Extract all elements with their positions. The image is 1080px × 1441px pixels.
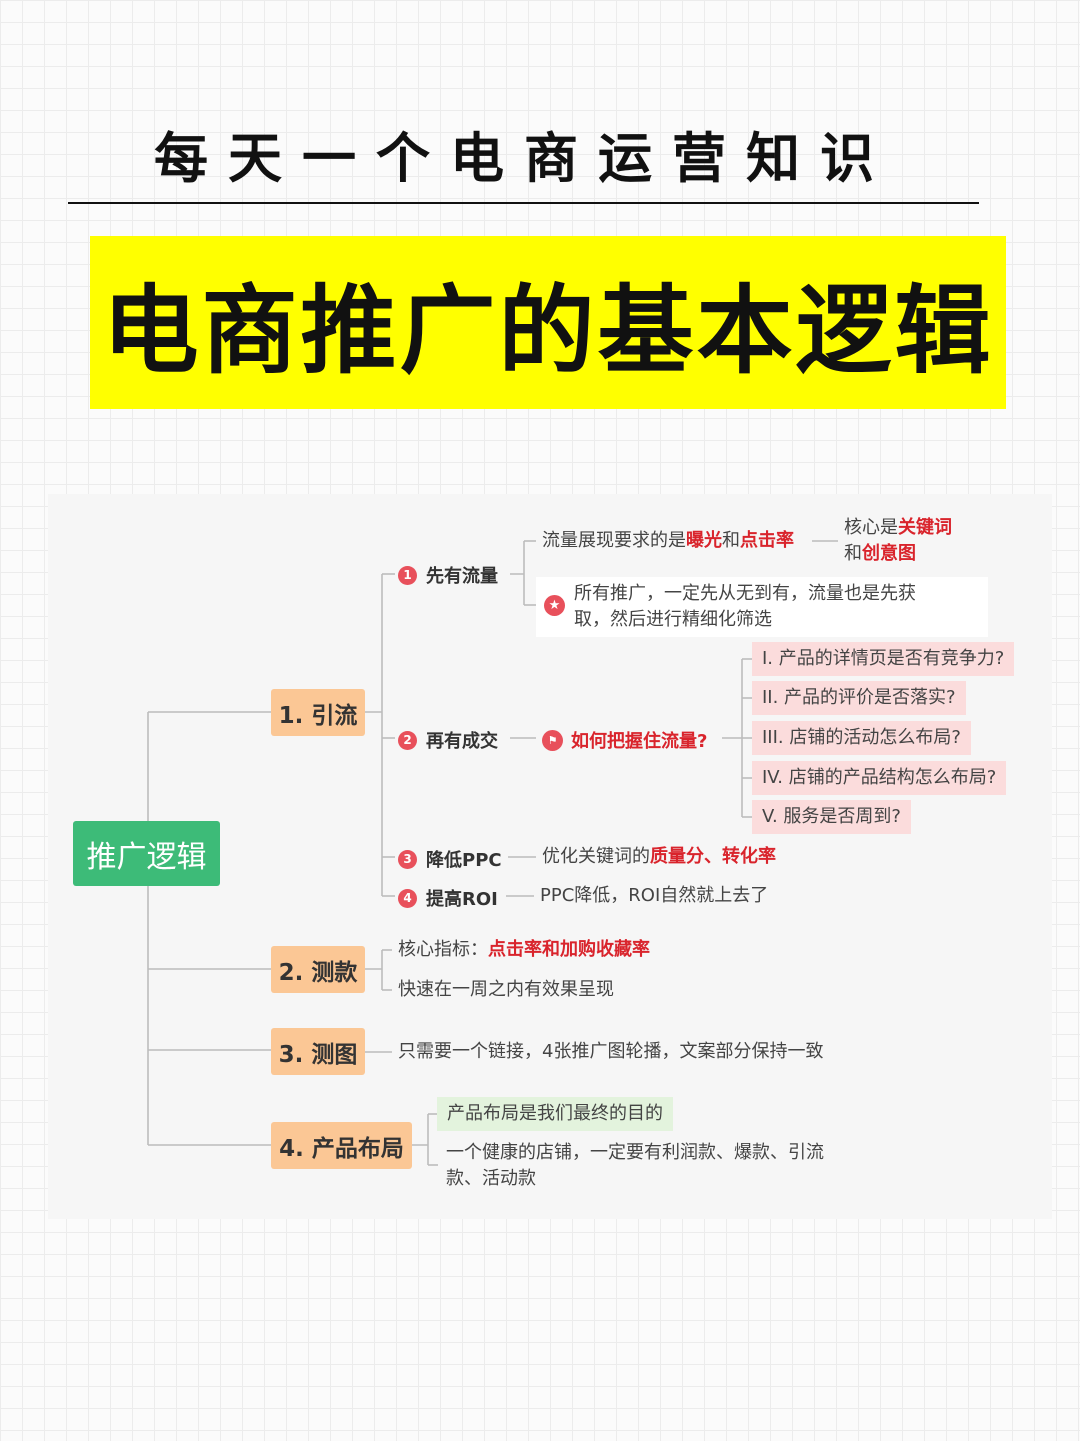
layout-goal: 产品布局是我们最终的目的 xyxy=(437,1097,673,1131)
branch-traffic: 1. 引流 xyxy=(271,689,365,736)
layout-detail: 一个健康的店铺，一定要有利润款、爆款、引流 款、活动款 xyxy=(446,1140,824,1192)
number-badge: 3 xyxy=(398,849,417,869)
number-badge: 2 xyxy=(398,730,417,750)
deal-question: ⚑ 如何把握住流量? xyxy=(542,727,707,753)
sub-lower-ppc: 3 降低PPC xyxy=(398,846,502,872)
branch-test-product: 2. 测款 xyxy=(271,946,365,993)
highlight-text: 点击率 xyxy=(740,530,794,551)
sub-label: 降低PPC xyxy=(426,850,502,871)
detail-line: 一个健康的店铺，一定要有利润款、爆款、引流 xyxy=(446,1142,824,1163)
number-badge: 1 xyxy=(398,565,417,585)
roi-detail: PPC降低，ROI自然就上去了 xyxy=(540,885,769,906)
root-node: 推广逻辑 xyxy=(73,821,220,886)
detail-text: 和 xyxy=(844,543,862,564)
sub-label: 先有流量 xyxy=(426,566,498,587)
note-line: 所有推广，一定先从无到有，流量也是先获 xyxy=(574,583,916,604)
highlight-text: 关键词 xyxy=(898,517,952,538)
title-banner: 电商推广的基本逻辑 xyxy=(90,236,1006,409)
traffic-note: ★ 所有推广，一定先从无到有，流量也是先获 取，然后进行精细化筛选 xyxy=(536,577,988,637)
sub-traffic-deal: 2 再有成交 xyxy=(398,727,498,753)
flag-icon: ⚑ xyxy=(542,729,563,751)
kicker-title: 每天一个电商运营知识 xyxy=(154,127,894,190)
divider xyxy=(68,202,979,204)
note-line: 取，然后进行精细化筛选 xyxy=(574,609,772,630)
test-image-detail: 只需要一个链接，4张推广图轮播，文案部分保持一致 xyxy=(398,1041,824,1062)
highlight-text: 创意图 xyxy=(862,543,916,564)
detail-text: 和 xyxy=(722,530,740,551)
sub-raise-roi: 4 提高ROI xyxy=(398,885,498,911)
question-text: 如何把握住流量? xyxy=(571,731,708,752)
star-icon: ★ xyxy=(544,595,565,616)
question-item: II. 产品的评价是否落实? xyxy=(752,681,966,715)
detail-text: 流量展现要求的是 xyxy=(542,530,686,551)
number-badge: 4 xyxy=(398,888,417,908)
traffic-detail: 流量展现要求的是曝光和点击率 xyxy=(542,528,794,554)
ppc-detail: 优化关键词的质量分、转化率 xyxy=(542,844,776,870)
branch-product-layout: 4. 产品布局 xyxy=(271,1122,412,1169)
test-product-speed: 快速在一周之内有效果呈现 xyxy=(398,979,614,1000)
branch-test-image: 3. 测图 xyxy=(271,1028,365,1075)
sub-label: 再有成交 xyxy=(426,731,498,752)
highlight-text: 质量分、转化率 xyxy=(650,846,776,867)
question-item: III. 店铺的活动怎么布局? xyxy=(752,721,971,755)
sub-label: 提高ROI xyxy=(426,889,498,910)
question-item: V. 服务是否周到? xyxy=(752,800,911,834)
test-product-metric: 核心指标：点击率和加购收藏率 xyxy=(398,937,650,963)
detail-text: 优化关键词的 xyxy=(542,846,650,867)
detail-text: 核心指标： xyxy=(398,939,488,960)
page-title: 电商推广的基本逻辑 xyxy=(102,275,994,387)
sub-traffic-first: 1 先有流量 xyxy=(398,562,498,588)
highlight-text: 曝光 xyxy=(686,530,722,551)
detail-text: 核心是 xyxy=(844,517,898,538)
question-item: I. 产品的详情页是否有竞争力? xyxy=(752,642,1015,676)
highlight-text: 点击率和加购收藏率 xyxy=(488,939,650,960)
traffic-core: 核心是关键词和创意图 xyxy=(844,515,974,567)
detail-line: 款、活动款 xyxy=(446,1168,536,1189)
question-item: IV. 店铺的产品结构怎么布局? xyxy=(752,761,1007,795)
